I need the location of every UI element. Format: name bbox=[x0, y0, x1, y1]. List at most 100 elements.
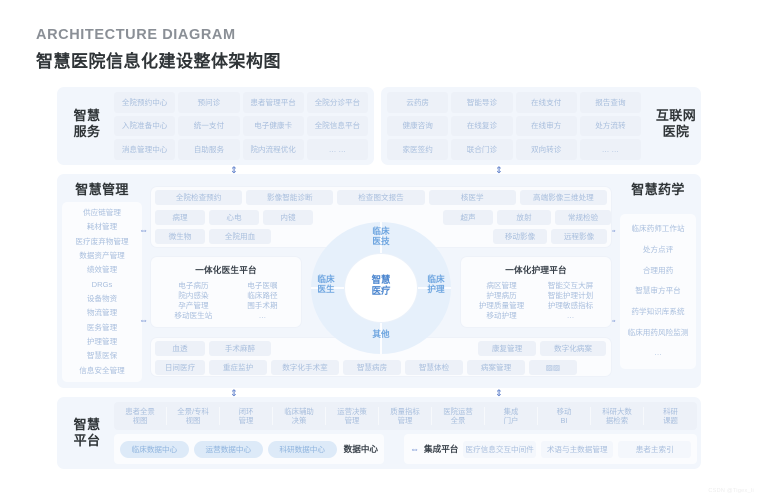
management-item[interactable]: 设备物资 bbox=[86, 293, 118, 303]
nursing-platform-item[interactable]: 病区管理 bbox=[486, 281, 517, 290]
platform-capability-cell[interactable]: 科研 课题 bbox=[644, 407, 697, 425]
internet-cell[interactable]: 家医签约 bbox=[387, 139, 449, 160]
management-item[interactable]: 供应链管理 bbox=[83, 207, 121, 217]
integration-item[interactable]: 医疗信息交互中间件 bbox=[463, 440, 536, 458]
clinical-tech-cell[interactable]: 影像智能诊断 bbox=[246, 190, 334, 205]
other-cell[interactable]: 康复管理 bbox=[478, 341, 536, 356]
service-cell[interactable]: 预问诊 bbox=[178, 92, 240, 113]
platform-capability-cell[interactable]: 集成 门户 bbox=[485, 406, 538, 426]
management-item[interactable]: 信息安全管理 bbox=[79, 365, 125, 375]
nursing-platform-item[interactable]: … bbox=[566, 311, 575, 321]
clinical-tech-cell[interactable]: 心电 bbox=[209, 210, 259, 225]
other-cell[interactable]: 病案管理 bbox=[467, 360, 525, 375]
management-item[interactable]: 护理管理 bbox=[86, 336, 118, 346]
internet-cell[interactable]: 在线支付 bbox=[515, 92, 577, 113]
nursing-platform-item[interactable]: 移动护理 bbox=[486, 311, 517, 321]
service-cell[interactable]: 患者管理平台 bbox=[242, 92, 304, 113]
internet-cell[interactable]: 在线审方 bbox=[515, 115, 577, 137]
management-item[interactable]: 医疗废弃物管理 bbox=[75, 236, 129, 246]
platform-capability-cell[interactable]: 患者全景 视图 bbox=[114, 406, 167, 426]
nursing-platform-item[interactable]: 智能交互大屏 bbox=[547, 281, 594, 290]
platform-capability-cell[interactable]: 质量指标 管理 bbox=[379, 406, 432, 426]
clinical-tech-cell[interactable]: 全院用血 bbox=[209, 229, 271, 244]
management-item[interactable]: 物流管理 bbox=[86, 308, 118, 318]
doctor-platform-item[interactable]: 电子医嘱 bbox=[247, 281, 278, 290]
internet-cell[interactable]: 智能导诊 bbox=[451, 92, 513, 113]
nursing-platform-item[interactable]: 护理敏感指标 bbox=[547, 301, 594, 311]
data-center-pill[interactable]: 运营数据中心 bbox=[193, 440, 263, 458]
clinical-tech-cell[interactable]: 移动影像 bbox=[493, 229, 547, 244]
doctor-platform-item[interactable]: … bbox=[258, 311, 267, 321]
platform-capability-cell[interactable]: 运营决策 管理 bbox=[326, 406, 379, 426]
service-cell[interactable]: 全院预约中心 bbox=[114, 92, 176, 113]
other-cell[interactable]: 手术麻醉 bbox=[209, 341, 271, 356]
service-cell[interactable]: … … bbox=[306, 139, 368, 160]
service-cell[interactable]: 电子健康卡 bbox=[242, 115, 304, 137]
nursing-platform-item[interactable]: 护理质量管理 bbox=[478, 301, 525, 311]
doctor-platform-item[interactable]: 院内感染 bbox=[178, 291, 209, 301]
integration-item[interactable]: 术语与主数据管理 bbox=[540, 440, 614, 458]
platform-capability-cell[interactable]: 全景/专科 视图 bbox=[167, 406, 220, 426]
internet-cell[interactable]: 健康咨询 bbox=[387, 115, 449, 137]
management-item[interactable]: 耗材管理 bbox=[86, 222, 118, 232]
other-cell[interactable]: ▨▨ bbox=[529, 360, 577, 375]
pharmacy-item[interactable]: 药学知识库系统 bbox=[631, 306, 685, 316]
nursing-platform-item[interactable]: 智能护理计划 bbox=[547, 291, 594, 301]
platform-capability-cell[interactable]: 闭环 管理 bbox=[220, 406, 273, 426]
pharmacy-item[interactable]: 处方点评 bbox=[642, 244, 674, 254]
service-cell[interactable]: 院内流程优化 bbox=[242, 139, 304, 160]
pharmacy-item[interactable]: … bbox=[654, 348, 662, 358]
doctor-platform-item[interactable]: 临床路径 bbox=[247, 291, 278, 301]
clinical-tech-cell[interactable]: 全院检查预约 bbox=[155, 190, 243, 205]
service-cell[interactable]: 统一支付 bbox=[178, 115, 240, 137]
internet-cell[interactable]: 处方流转 bbox=[579, 115, 641, 137]
data-center-pill[interactable]: 临床数据中心 bbox=[120, 440, 189, 458]
service-cell[interactable]: 全院信息平台 bbox=[306, 115, 368, 137]
pharmacy-item[interactable]: 智慧审方平台 bbox=[635, 286, 681, 296]
data-center-pill[interactable]: 科研数据中心 bbox=[267, 440, 337, 458]
management-item[interactable]: 智慧医保 bbox=[86, 351, 118, 361]
internet-cell[interactable]: 云药房 bbox=[387, 92, 449, 113]
doctor-platform-item[interactable]: 移动医生站 bbox=[174, 311, 213, 321]
other-cell[interactable]: 智慧体检 bbox=[405, 360, 463, 375]
clinical-tech-cell[interactable]: 高端影像三维处理 bbox=[519, 190, 608, 205]
pharmacy-item[interactable]: 临床用药风险监测 bbox=[627, 327, 689, 337]
service-cell[interactable]: 自助服务 bbox=[178, 139, 240, 160]
internet-cell[interactable]: 联合门诊 bbox=[451, 139, 513, 160]
internet-cell[interactable]: … … bbox=[579, 139, 641, 160]
service-cell[interactable]: 全院分诊平台 bbox=[306, 92, 368, 113]
service-cell[interactable]: 消息管理中心 bbox=[114, 139, 176, 160]
clinical-tech-cell[interactable]: 微生物 bbox=[155, 229, 205, 244]
management-item[interactable]: 医务管理 bbox=[86, 322, 118, 332]
other-cell[interactable]: 智慧病房 bbox=[343, 360, 401, 375]
other-cell[interactable]: 数字化手术室 bbox=[271, 360, 339, 375]
management-item[interactable]: 数据资产管理 bbox=[79, 250, 125, 260]
platform-capability-cell[interactable]: 临床辅助 决策 bbox=[273, 406, 326, 426]
pharmacy-item[interactable]: 合理用药 bbox=[642, 265, 674, 275]
pharmacy-item[interactable]: 临床药师工作站 bbox=[631, 224, 685, 234]
nursing-platform-item[interactable]: 护理病历 bbox=[486, 291, 517, 301]
platform-capability-cell[interactable]: 移动 BI bbox=[538, 406, 591, 426]
internet-cell[interactable]: 双向转诊 bbox=[515, 139, 577, 160]
clinical-tech-cell[interactable]: 内镜 bbox=[263, 210, 313, 225]
internet-cell[interactable]: 在线复诊 bbox=[451, 115, 513, 137]
integration-item[interactable]: 患者主索引 bbox=[618, 440, 691, 458]
service-cell[interactable]: 入院准备中心 bbox=[114, 115, 176, 137]
clinical-tech-cell[interactable]: 核医学 bbox=[428, 190, 516, 205]
management-item[interactable]: 绩效管理 bbox=[86, 265, 118, 275]
clinical-tech-cell[interactable]: 检查图文报告 bbox=[337, 190, 425, 205]
other-cell[interactable]: 重症监护 bbox=[209, 360, 267, 375]
platform-capability-cell[interactable]: 医院运营 全景 bbox=[432, 406, 485, 426]
platform-capability-cell[interactable]: 科研大数 据检索 bbox=[591, 406, 644, 426]
other-cell[interactable]: 血透 bbox=[155, 341, 205, 356]
clinical-tech-cell[interactable]: 超声 bbox=[443, 210, 493, 225]
other-cell[interactable]: 日间医疗 bbox=[155, 360, 205, 375]
clinical-tech-cell[interactable]: 病理 bbox=[155, 210, 205, 225]
other-cell[interactable]: 数字化病案 bbox=[540, 341, 606, 356]
clinical-tech-cell[interactable]: 放射 bbox=[497, 210, 551, 225]
internet-cell[interactable]: 报告查询 bbox=[579, 92, 641, 113]
doctor-platform-item[interactable]: 孕产管理 bbox=[178, 301, 209, 311]
management-item[interactable]: DRGs bbox=[91, 279, 113, 289]
clinical-tech-cell[interactable]: 常规检验 bbox=[555, 210, 611, 225]
doctor-platform-item[interactable]: 围手术期 bbox=[247, 301, 278, 311]
